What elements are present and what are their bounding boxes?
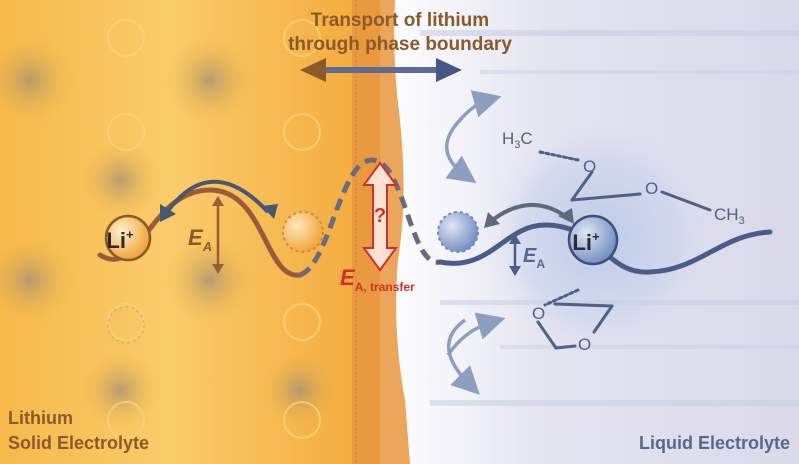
lithium-ion-label-solid: Li+ <box>106 227 134 253</box>
title-line-1: Transport of lithium <box>311 10 489 31</box>
ring-oxygen-2: O <box>578 335 591 354</box>
vacant-site-liquid <box>437 211 479 253</box>
ea-label-liquid: EA <box>523 245 545 271</box>
lithium-ion-solid <box>104 214 152 262</box>
ea-transfer-label: EA, transfer <box>340 265 415 294</box>
activation-energy-arrow-liquid <box>509 234 521 276</box>
ring-oxygen-1: O <box>532 304 545 323</box>
ether-oxygen-1: O <box>583 157 596 176</box>
transfer-barrier-arrow <box>362 161 398 272</box>
solvent-molecule-lower <box>536 288 614 350</box>
title-line-2: through phase boundary <box>288 34 512 55</box>
lithium-ion-liquid <box>567 214 619 266</box>
ether-oxygen-2: O <box>645 179 658 198</box>
lithium-ion-label-liquid: Li+ <box>572 229 600 255</box>
solid-label-line-2: Solid Electrolyte <box>8 433 149 453</box>
solvent-motion-arrows <box>445 90 506 395</box>
hop-arrow-liquid <box>488 203 570 224</box>
boundary-transport-arrow <box>300 58 462 82</box>
unknown-mark: ? <box>374 205 386 227</box>
activation-energy-arrow-solid <box>212 196 224 274</box>
solvent-molecule-upper <box>538 150 712 212</box>
methyl-group-right: CH3 <box>714 205 745 227</box>
hop-arrow-solid <box>163 179 270 217</box>
vacant-site-solid <box>282 211 324 253</box>
methyl-group-left: H3C <box>502 129 533 151</box>
solid-label-line-1: Lithium <box>8 408 73 428</box>
energy-curve-barrier <box>298 157 441 278</box>
lattice-sites <box>0 19 340 439</box>
ea-label-solid: EA <box>188 225 212 254</box>
liquid-label: Liquid Electrolyte <box>639 433 790 453</box>
